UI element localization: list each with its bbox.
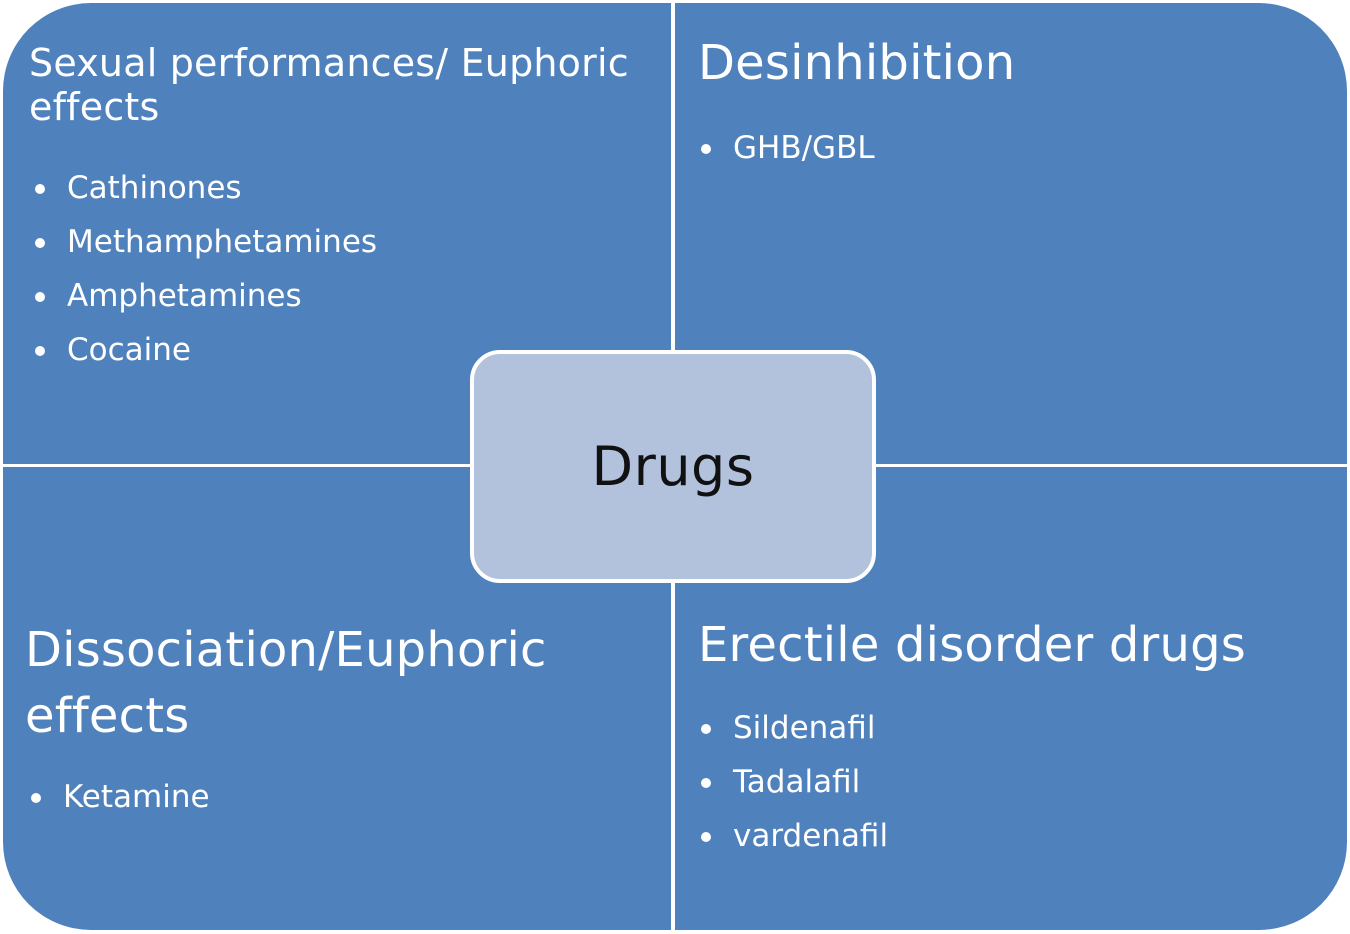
quadrant-sexual-performance: Sexual performances/ Euphoric effects Ca… [3,3,671,464]
quadrant-title: Erectile disorder drugs [698,617,1246,673]
list-item-label: Ketamine [63,779,210,815]
bullet-icon [35,346,45,356]
bullet-icon [35,238,45,248]
list-item: Sildenafil [697,701,888,755]
bullet-icon [701,724,711,734]
quadrant-title: Sexual performances/ Euphoric effects [29,41,629,130]
list-item: vardenafil [697,809,888,863]
list-item-label: Cathinones [67,170,242,206]
quadrant-erectile-disorder: Erectile disorder drugs Sildenafil Tadal… [675,467,1347,930]
list-item-label: Sildenafil [733,710,876,746]
center-label: Drugs [591,435,755,498]
drug-list: Sildenafil Tadalafil vardenafil [697,701,888,863]
quadrant-title: Desinhibition [698,35,1016,91]
bullet-icon [31,793,41,803]
list-item-label: Cocaine [67,332,191,368]
list-item: Methamphetamines [31,215,377,269]
list-item-label: Amphetamines [67,278,302,314]
drug-list: GHB/GBL [697,121,875,175]
list-item: Ketamine [27,770,210,824]
list-item-label: Methamphetamines [67,224,378,260]
bullet-icon [701,778,711,788]
bullet-icon [701,144,711,154]
bullet-icon [701,832,711,842]
list-item: GHB/GBL [697,121,875,175]
list-item: Cocaine [31,323,377,377]
list-item-label: vardenafil [733,818,889,854]
center-node: Drugs [470,350,876,583]
quadrant-title: Dissociation/Euphoric effects [25,622,547,745]
list-item-label: Tadalafil [733,764,861,800]
bullet-icon [35,292,45,302]
drug-list: Ketamine [27,770,210,824]
drug-list: Cathinones Methamphetamines Amphetamines… [31,161,377,377]
bullet-icon [35,184,45,194]
list-item: Amphetamines [31,269,377,323]
list-item: Cathinones [31,161,377,215]
list-item: Tadalafil [697,755,888,809]
list-item-label: GHB/GBL [733,130,875,166]
